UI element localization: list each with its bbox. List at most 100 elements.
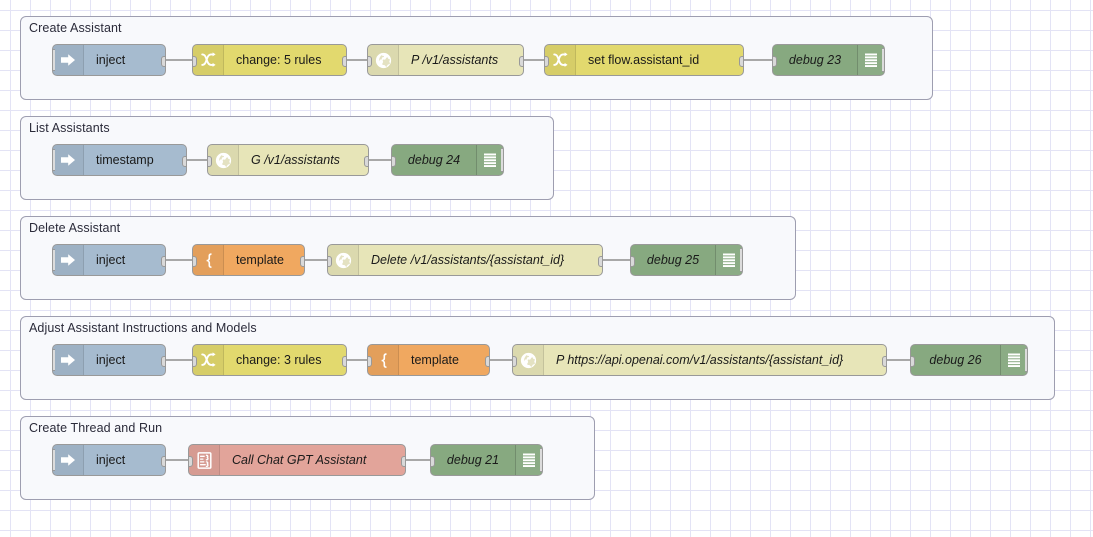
node-output-port[interactable] — [342, 56, 346, 67]
change-node[interactable]: set flow.assistant_id — [544, 44, 744, 76]
node-output-port[interactable] — [598, 256, 602, 267]
flow-wire[interactable] — [305, 259, 327, 261]
flow-wire[interactable] — [347, 359, 367, 361]
debug-lines-icon — [1000, 345, 1027, 375]
globe-icon — [368, 45, 399, 75]
flow-wire[interactable] — [347, 59, 367, 61]
inject-node[interactable]: inject — [52, 244, 166, 276]
inject-node[interactable]: timestamp — [52, 144, 187, 176]
node-label: debug 21 — [446, 453, 500, 467]
flow-wire[interactable] — [166, 259, 192, 261]
change-node[interactable]: change: 3 rules — [192, 344, 347, 376]
change-node[interactable]: change: 5 rules — [192, 44, 347, 76]
flow-wire[interactable] — [166, 359, 192, 361]
http-node[interactable]: Delete /v1/assistants/{assistant_id} — [327, 244, 603, 276]
debug-node[interactable]: debug 23 — [772, 44, 885, 76]
node-input-port[interactable] — [193, 256, 197, 267]
node-output-port[interactable] — [342, 356, 346, 367]
node-input-port[interactable] — [911, 356, 915, 367]
node-label: G /v1/assistants — [251, 153, 340, 167]
node-output-port[interactable] — [882, 356, 886, 367]
flow-wire[interactable] — [744, 59, 772, 61]
node-output-port[interactable] — [739, 56, 743, 67]
node-label: Call Chat GPT Assistant — [232, 453, 367, 467]
flow-wire[interactable] — [490, 359, 512, 361]
inject-trigger-button[interactable] — [53, 449, 55, 471]
change-swap-icon — [193, 45, 224, 75]
group-title: Create Thread and Run — [29, 421, 163, 435]
debug-toggle-button[interactable] — [540, 448, 542, 472]
debug-node[interactable]: debug 25 — [630, 244, 743, 276]
node-output-port[interactable] — [161, 56, 165, 67]
inject-node[interactable]: inject — [52, 344, 166, 376]
debug-lines-icon — [515, 445, 542, 475]
flow-wire[interactable] — [166, 59, 192, 61]
flow-wire[interactable] — [369, 159, 391, 161]
inject-arrow-icon — [53, 345, 84, 375]
flow-wire[interactable] — [187, 159, 207, 161]
inject-trigger-button[interactable] — [53, 49, 55, 71]
node-input-port[interactable] — [368, 356, 372, 367]
debug-toggle-button[interactable] — [882, 48, 884, 72]
http-node[interactable]: P https://api.openai.com/v1/assistants/{… — [512, 344, 887, 376]
node-label: change: 5 rules — [236, 53, 322, 67]
debug-toggle-button[interactable] — [501, 148, 503, 172]
inject-trigger-button[interactable] — [53, 249, 55, 271]
group-title: Create Assistant — [29, 21, 122, 35]
node-input-port[interactable] — [193, 356, 197, 367]
inject-trigger-button[interactable] — [53, 349, 55, 371]
node-input-port[interactable] — [392, 156, 396, 167]
flow-wire[interactable] — [603, 259, 630, 261]
node-output-port[interactable] — [182, 156, 186, 167]
fn-node[interactable]: Call Chat GPT Assistant — [188, 444, 406, 476]
node-label: set flow.assistant_id — [588, 53, 700, 67]
node-output-port[interactable] — [519, 56, 523, 67]
node-label: debug 25 — [646, 253, 700, 267]
node-input-port[interactable] — [773, 56, 777, 67]
node-label: debug 26 — [929, 353, 982, 367]
flow-wire[interactable] — [406, 459, 430, 461]
http-node[interactable]: G /v1/assistants — [207, 144, 369, 176]
debug-lines-icon — [857, 45, 884, 75]
node-output-port[interactable] — [485, 356, 489, 367]
debug-toggle-button[interactable] — [740, 248, 742, 272]
tmpl-node[interactable]: template — [192, 244, 305, 276]
node-output-port[interactable] — [401, 456, 405, 467]
debug-toggle-button[interactable] — [1025, 348, 1027, 372]
node-output-port[interactable] — [161, 456, 165, 467]
node-output-port[interactable] — [161, 356, 165, 367]
inject-node[interactable]: inject — [52, 444, 166, 476]
http-node[interactable]: P /v1/assistants — [367, 44, 524, 76]
node-input-port[interactable] — [368, 56, 372, 67]
node-output-port[interactable] — [300, 256, 304, 267]
debug-node[interactable]: debug 24 — [391, 144, 504, 176]
node-output-port[interactable] — [364, 156, 368, 167]
node-label: template — [411, 353, 459, 367]
template-brace-icon — [368, 345, 399, 375]
flow-wire[interactable] — [524, 59, 544, 61]
tmpl-node[interactable]: template — [367, 344, 490, 376]
inject-node[interactable]: inject — [52, 44, 166, 76]
debug-lines-icon — [715, 245, 742, 275]
debug-node[interactable]: debug 26 — [910, 344, 1028, 376]
node-input-port[interactable] — [431, 456, 435, 467]
node-output-port[interactable] — [161, 256, 165, 267]
node-label: timestamp — [96, 153, 154, 167]
flow-wire[interactable] — [887, 359, 910, 361]
node-input-port[interactable] — [328, 256, 332, 267]
group-title: Delete Assistant — [29, 221, 121, 235]
node-input-port[interactable] — [208, 156, 212, 167]
node-input-port[interactable] — [545, 56, 549, 67]
function-script-icon — [189, 445, 220, 475]
node-input-port[interactable] — [189, 456, 193, 467]
node-input-port[interactable] — [193, 56, 197, 67]
globe-icon — [208, 145, 239, 175]
flow-wire[interactable] — [166, 459, 188, 461]
inject-trigger-button[interactable] — [53, 149, 55, 171]
node-input-port[interactable] — [631, 256, 635, 267]
node-label: debug 23 — [788, 53, 842, 67]
node-input-port[interactable] — [513, 356, 517, 367]
debug-node[interactable]: debug 21 — [430, 444, 543, 476]
inject-arrow-icon — [53, 45, 84, 75]
